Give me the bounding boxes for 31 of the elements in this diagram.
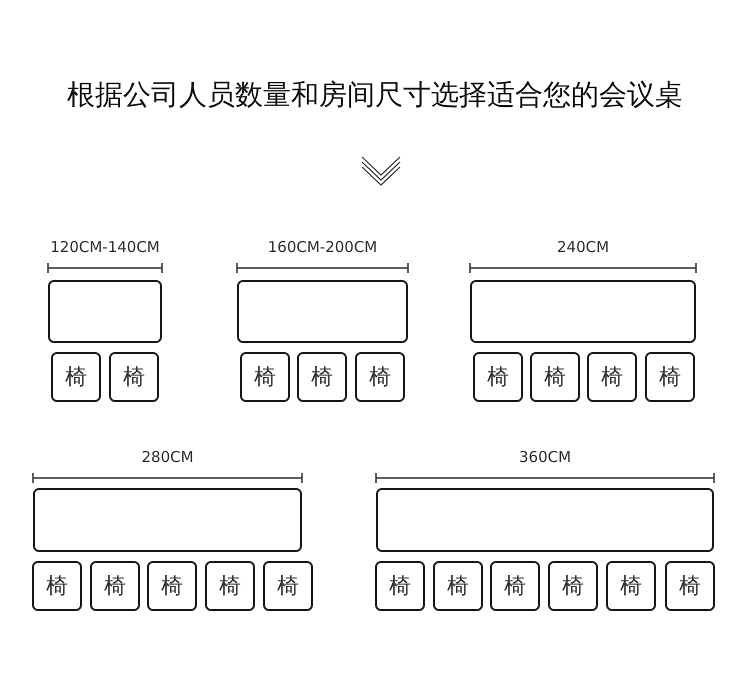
dimension-label: 360CM bbox=[518, 448, 572, 466]
chair-box: 椅 bbox=[32, 561, 82, 611]
table-box bbox=[470, 280, 696, 343]
chair-box: 椅 bbox=[355, 352, 405, 402]
chair-box: 椅 bbox=[90, 561, 140, 611]
chair-box: 椅 bbox=[205, 561, 255, 611]
chair-box: 椅 bbox=[109, 352, 159, 402]
chair-box: 椅 bbox=[548, 561, 598, 611]
chair-box: 椅 bbox=[606, 561, 656, 611]
table-box bbox=[237, 280, 408, 343]
dimension-label: 240CM bbox=[556, 238, 610, 256]
dimension-label: 280CM bbox=[141, 448, 194, 466]
chair-box: 椅 bbox=[240, 352, 290, 402]
dimension-label: 120CM-140CM bbox=[50, 238, 160, 256]
chair-box: 椅 bbox=[645, 352, 695, 402]
title: 根据公司人员数量和房间尺寸选择适合您的会议桌 bbox=[66, 77, 684, 113]
chair-box: 椅 bbox=[665, 561, 715, 611]
chair-box: 椅 bbox=[147, 561, 197, 611]
table-box bbox=[33, 488, 302, 552]
dimension-label: 160CM-200CM bbox=[268, 238, 378, 256]
chair-box: 椅 bbox=[51, 352, 101, 402]
chair-box: 椅 bbox=[433, 561, 483, 611]
table-box bbox=[48, 280, 162, 343]
chair-box: 椅 bbox=[297, 352, 347, 402]
table-box bbox=[376, 488, 714, 552]
chair-box: 椅 bbox=[587, 352, 637, 402]
chair-box: 椅 bbox=[263, 561, 313, 611]
chair-box: 椅 bbox=[375, 561, 425, 611]
chair-box: 椅 bbox=[530, 352, 580, 402]
chair-box: 椅 bbox=[490, 561, 540, 611]
chair-box: 椅 bbox=[473, 352, 523, 402]
